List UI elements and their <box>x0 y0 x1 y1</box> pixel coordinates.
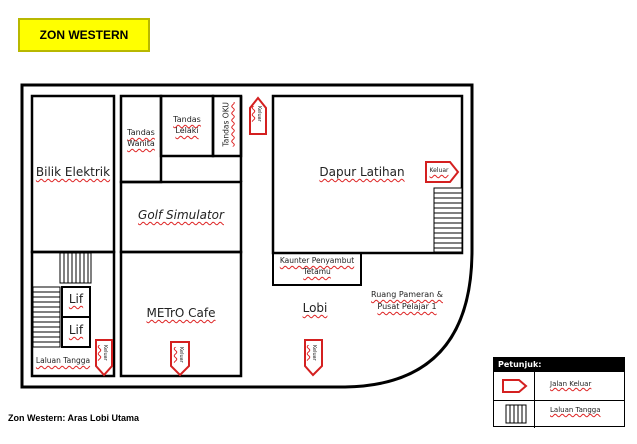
area-lift-stairs <box>30 250 116 378</box>
label-lif-bottom: Lif <box>68 323 84 337</box>
label-lif-top: Lif <box>68 292 84 306</box>
lift-bottom <box>61 316 91 348</box>
label-ruang-pameran-1: Ruang Pameran & <box>371 290 443 299</box>
label-metro-cafe: METrO Cafe <box>146 306 216 320</box>
stairs-legend-icon <box>505 404 527 424</box>
label-tandas-lelaki-2: Lelaki <box>175 126 199 135</box>
legend: Petunjuk: Jalan Keluar Laluan Tangga <box>493 357 625 428</box>
exit-legend-icon <box>502 379 528 393</box>
exit-label-bottom-left: Keluar <box>101 344 108 361</box>
stairs-dapur <box>433 187 463 253</box>
outer-wall <box>20 83 474 389</box>
exit-label-dapur: Keluar <box>429 167 449 174</box>
label-golf-simulator: Golf Simulator <box>138 208 224 222</box>
exit-arrow-bottom-cafe <box>170 341 190 377</box>
legend-exit-label: Jalan Keluar <box>550 380 592 388</box>
exit-label-bottom-lobi: Keluar <box>310 344 317 361</box>
exit-label-bottom-cafe: Keluar <box>177 346 184 363</box>
label-ruang-pameran-2: Pusat Pelajar 1 <box>377 302 437 311</box>
stairs-top <box>59 252 92 284</box>
label-tandas-wanita-1: Tandas <box>127 128 155 137</box>
exit-arrow-dapur <box>425 161 460 183</box>
label-kaunter-2: Tetamu <box>303 267 331 276</box>
label-tandas-wanita-2: Wanita <box>127 139 155 148</box>
label-kaunter-1: Kaunter Penyambut <box>279 256 355 265</box>
label-laluan-tangga: Laluan Tangga <box>35 356 91 365</box>
stairs-left <box>32 286 61 348</box>
label-dapur-latihan: Dapur Latihan <box>319 165 405 179</box>
exit-arrow-bottom-lobi <box>304 339 323 377</box>
room-metro-cafe <box>119 250 243 378</box>
room-kaunter <box>272 252 362 286</box>
room-dapur-latihan <box>271 94 464 255</box>
label-tandas-lelaki-1: Tandas <box>173 115 201 124</box>
zone-title: ZON WESTERN <box>18 18 150 52</box>
exit-arrow-bottom-left <box>95 339 113 377</box>
legend-heading: Petunjuk: <box>494 358 624 372</box>
exit-arrow-top <box>249 96 267 135</box>
floor-caption: Zon Western: Aras Lobi Utama <box>8 413 140 423</box>
exit-label-top: Keluar <box>255 105 262 122</box>
label-lobi: Lobi <box>302 301 328 315</box>
legend-stairs-label: Laluan Tangga <box>550 406 601 414</box>
label-bilik-elektrik: Bilik Elektrik <box>35 165 111 179</box>
label-tandas-oku: Tandas OKU <box>221 102 231 147</box>
